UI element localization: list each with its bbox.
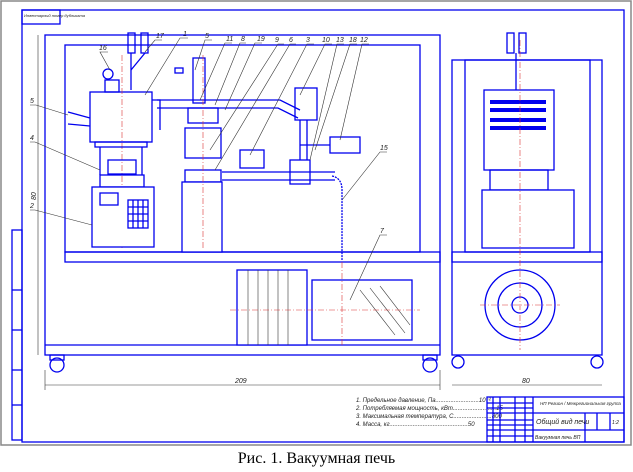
- label-18: 18: [349, 37, 357, 44]
- label-17: 17: [156, 33, 165, 40]
- label-13: 13: [336, 37, 344, 44]
- title-block-designation: Вакуумная печь ВП: [535, 435, 581, 441]
- wheel-left: [49, 357, 65, 373]
- label-5-top: 5: [205, 33, 209, 40]
- note-2: 2. Потребляемая мощность, кВт...........…: [355, 406, 504, 412]
- note-4: 4. Масса, кг............................…: [356, 422, 475, 428]
- sheet-border: [0, 0, 632, 446]
- label-4: 4: [30, 135, 34, 142]
- label-2: 2: [29, 203, 34, 210]
- title-block-scale: 1:2: [612, 420, 619, 426]
- valve-10: [294, 87, 318, 121]
- title-block: НП Регион / Межрегиональная группа Общий…: [486, 396, 625, 443]
- label-15: 15: [380, 145, 388, 152]
- frame-outer: [44, 34, 441, 356]
- dim-side-width: 80: [522, 378, 530, 385]
- technical-notes: 1. Предельное давление, Па..............…: [355, 398, 504, 428]
- leader-labels: 17 16 1 5 11 8 19 9 6 3 10 13 18 12 15 4…: [29, 31, 388, 301]
- label-10: 10: [322, 37, 330, 44]
- stamp-text: Инвентарный номер дубликата: [24, 13, 86, 18]
- wheel-right: [422, 357, 438, 373]
- dimensions: 209 80 80: [31, 35, 602, 390]
- label-7: 7: [380, 228, 385, 235]
- dim-front-width: 209: [234, 378, 247, 385]
- control-unit: [91, 186, 155, 248]
- drawing-frame: [21, 9, 625, 443]
- note-3: 3. Максимальная температура, С..........…: [356, 414, 503, 420]
- valve-3: [239, 149, 265, 169]
- label-3: 3: [306, 37, 310, 44]
- label-16: 16: [99, 45, 107, 52]
- label-8: 8: [241, 36, 245, 43]
- figure-caption: Рис. 1. Вакуумная печь: [237, 450, 396, 467]
- side-view: [451, 32, 604, 369]
- label-11: 11: [226, 36, 233, 43]
- furnace-chamber: [89, 91, 153, 143]
- dim-height: 80: [31, 192, 38, 200]
- pump-motor: [236, 269, 308, 346]
- title-block-org: НП Регион / Межрегиональная группа: [540, 401, 621, 406]
- hose: [331, 175, 343, 260]
- stamp-top-left: [21, 9, 61, 25]
- front-view: [44, 32, 441, 373]
- title-block-title: Общий вид печи: [536, 418, 589, 426]
- label-6: 6: [289, 37, 293, 44]
- label-9: 9: [275, 37, 279, 44]
- note-1: 1. Предельное давление, Па..............…: [356, 398, 492, 404]
- label-1: 1: [183, 31, 187, 38]
- label-5: 5: [30, 98, 34, 105]
- label-19: 19: [257, 36, 265, 43]
- margin-stamp: [11, 229, 23, 441]
- valve-12: [329, 136, 361, 154]
- label-12: 12: [360, 37, 368, 44]
- shelf: [64, 251, 441, 263]
